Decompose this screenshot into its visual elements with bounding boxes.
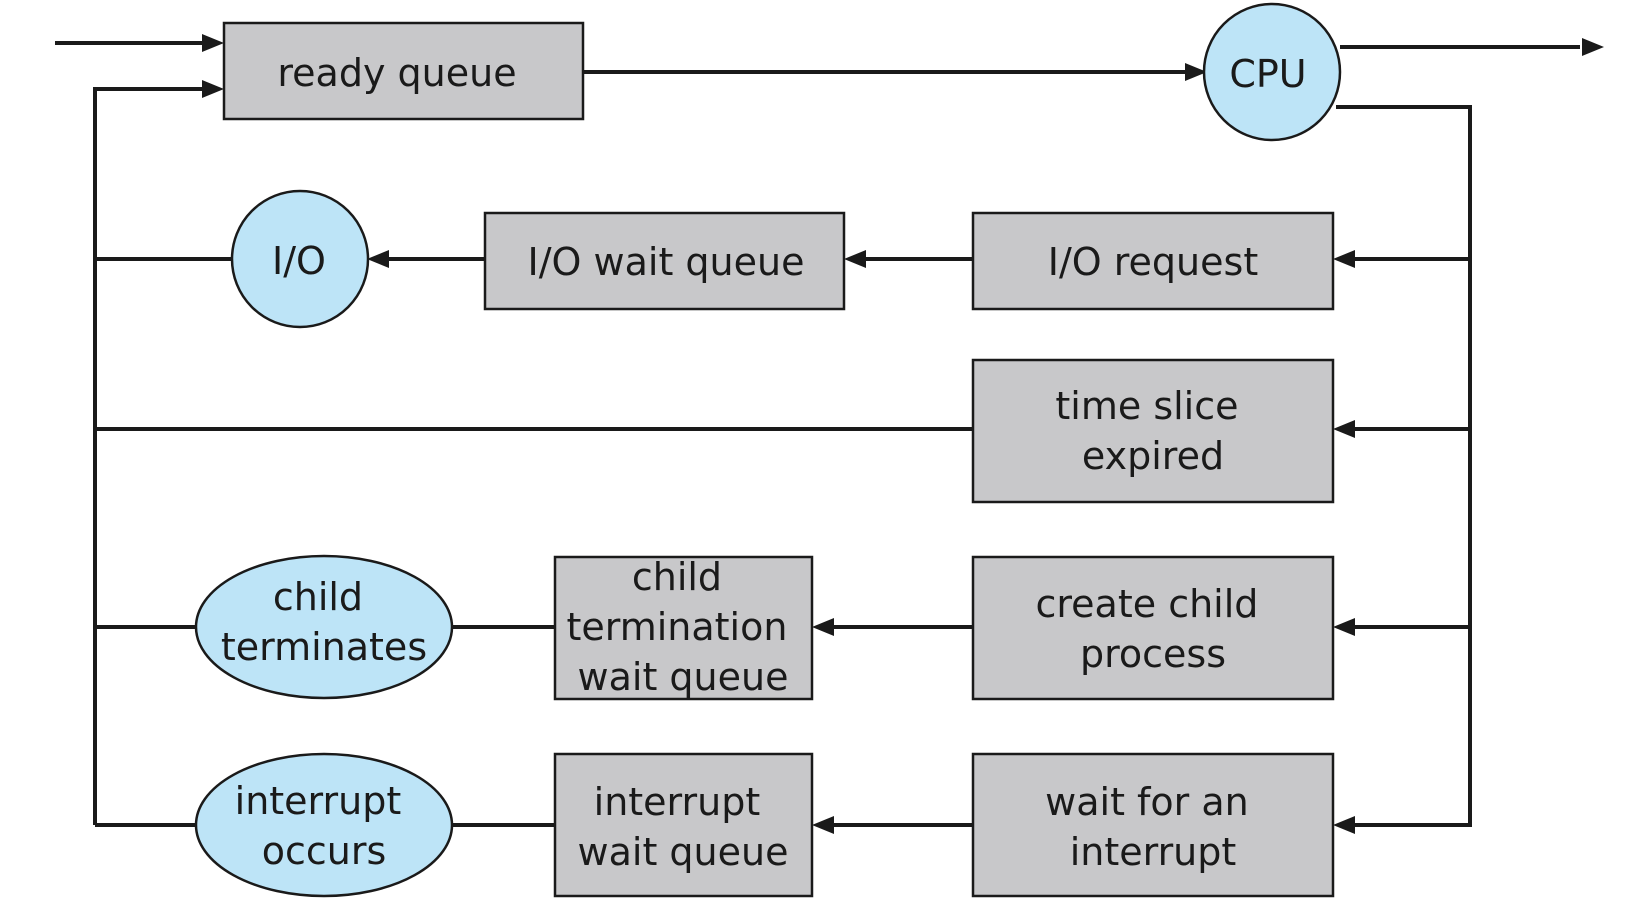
time-slice-expired-box: time slice expired — [971, 358, 1335, 504]
child-terminates-node: child terminates — [194, 554, 454, 700]
ready-queue-label: ready queue — [277, 51, 516, 95]
connectors — [55, 41, 1580, 827]
io-label: I/O — [272, 239, 326, 283]
wait-interrupt-label-line-1: wait for an — [1045, 780, 1249, 824]
interrupt-wait-label-line-1: interrupt — [594, 780, 761, 824]
arrow-into-interrupt-wait-queue — [812, 816, 834, 834]
interrupt-occurs-label-line-2: occurs — [262, 829, 387, 873]
create-child-process-box: create child process — [971, 555, 1335, 701]
interrupt-occurs-node: interrupt occurs — [194, 752, 454, 898]
svg-text:CPU: CPU — [1229, 52, 1306, 96]
svg-text:I/O wait queue: I/O wait queue — [528, 240, 805, 284]
arrow-return-to-ready-queue — [202, 80, 224, 98]
io-wait-queue-box: I/O wait queue — [483, 211, 846, 311]
arrow-into-io-wait-queue — [844, 250, 866, 268]
wait-interrupt-label-line-2: interrupt — [1070, 830, 1237, 874]
interrupt-wait-label-line-2: wait queue — [578, 830, 789, 874]
wait-for-interrupt-box: wait for an interrupt — [971, 752, 1335, 898]
arrow-into-child-wait-queue — [812, 618, 834, 636]
io-request-box: I/O request — [971, 211, 1335, 311]
child-wait-label-line-3: wait queue — [578, 655, 789, 699]
cpu-label: CPU — [1229, 52, 1306, 96]
cpu-to-right-bus — [1336, 105, 1472, 827]
arrow-cpu-exit — [1582, 38, 1604, 56]
interrupt-occurs-label-line-1: interrupt — [235, 779, 402, 823]
svg-text:I/O: I/O — [272, 239, 326, 283]
svg-text:child terminates: child terminates — [221, 575, 427, 669]
io-wait-queue-label: I/O wait queue — [528, 240, 805, 284]
time-slice-label-line-2: expired — [1082, 434, 1224, 478]
time-slice-label-line-1: time slice — [1055, 384, 1238, 428]
arrow-into-io-request — [1333, 250, 1355, 268]
arrow-into-time-slice — [1333, 420, 1355, 438]
interrupt-wait-queue-box: interrupt wait queue — [553, 752, 814, 898]
svg-text:child termination: child termination wait queue — [566, 555, 799, 699]
arrow-entry-to-ready-queue — [202, 34, 224, 52]
svg-text:I/O request: I/O request — [1048, 240, 1258, 284]
child-termination-wait-queue-box: child termination wait queue — [553, 555, 814, 701]
io-node: I/O — [230, 189, 370, 329]
child-terminates-label-line-2: terminates — [221, 625, 427, 669]
create-child-label-line-1: create child — [1035, 582, 1258, 626]
child-wait-label-line-1: child — [632, 555, 722, 599]
ready-queue-box: ready queue — [222, 21, 585, 121]
create-child-label-line-2: process — [1080, 632, 1226, 676]
arrow-into-wait-for-interrupt — [1333, 816, 1355, 834]
arrow-ready-queue-to-cpu — [1185, 63, 1207, 81]
arrow-into-create-child — [1333, 618, 1355, 636]
arrow-into-io — [367, 250, 389, 268]
svg-text:interrupt wait queue: interrupt wait queue — [578, 780, 789, 874]
io-request-label: I/O request — [1048, 240, 1258, 284]
cpu-node: CPU — [1202, 2, 1342, 142]
svg-text:ready queue: ready queue — [277, 51, 516, 95]
svg-text:create child process: create child process — [1035, 582, 1270, 676]
child-terminates-label-line-1: child — [273, 575, 363, 619]
child-wait-label-line-2: termination — [566, 605, 787, 649]
svg-text:interrupt occurs: interrupt occurs — [235, 779, 414, 873]
svg-text:wait for an interrupt: wait for an interrupt — [1045, 780, 1261, 874]
svg-text:time slice expired: time slice expired — [1055, 384, 1250, 478]
arrowheads — [202, 34, 1604, 834]
